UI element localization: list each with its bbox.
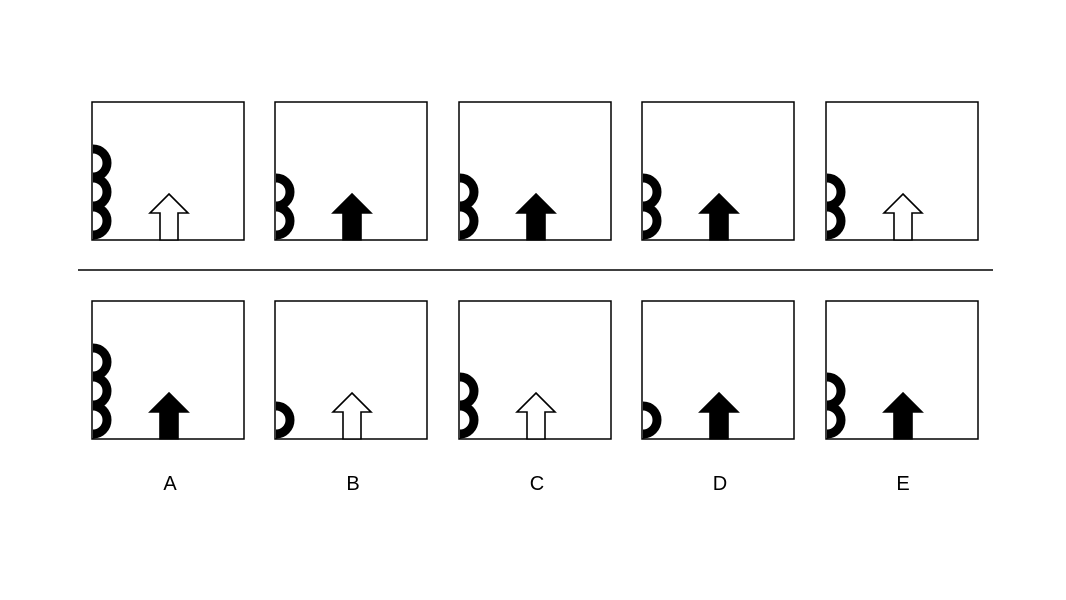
sequence-3-arrow-up-icon <box>515 192 557 241</box>
sequence-5-arrow-up-icon <box>882 192 924 241</box>
sequence-2-arrow-up-icon <box>331 192 373 241</box>
option-c-bump-icon <box>459 372 479 410</box>
option-a-arrow-up-icon <box>148 391 190 440</box>
option-b-panel <box>274 300 428 440</box>
sequence-2-panel <box>274 101 428 241</box>
options-row <box>91 300 979 440</box>
option-d-arrow-up-icon <box>698 391 740 440</box>
option-d-panel <box>641 300 795 440</box>
sequence-5-panel <box>825 101 979 241</box>
sequence-1-arrow-up-icon <box>148 192 190 241</box>
option-c-arrow-up-icon <box>515 391 557 440</box>
option-a-panel <box>91 300 245 440</box>
option-label-a: A <box>163 473 177 495</box>
option-e-bump-icon <box>826 372 846 410</box>
option-label-c: C <box>530 473 544 495</box>
sequence-4-panel <box>641 101 795 241</box>
sequence-3-bump-icon <box>459 173 479 211</box>
sequence-2-bump-icon <box>275 173 295 211</box>
sequence-4-arrow-up-icon <box>698 192 740 241</box>
option-a-bump-icon <box>92 343 112 381</box>
sequence-5-bump-icon <box>826 173 846 211</box>
sequence-1-bump-icon <box>92 144 112 182</box>
option-b-bump-icon <box>275 401 295 439</box>
option-label-e: E <box>896 473 909 495</box>
sequence-1-panel <box>91 101 245 241</box>
option-label-d: D <box>713 473 727 495</box>
sequence-3-panel <box>458 101 612 241</box>
option-e-panel <box>825 300 979 440</box>
option-d-bump-icon <box>642 401 662 439</box>
sequence-4-bump-icon <box>642 173 662 211</box>
sequence-row <box>91 101 979 241</box>
option-b-arrow-up-icon <box>331 391 373 440</box>
option-e-arrow-up-icon <box>882 391 924 440</box>
option-c-panel <box>458 300 612 440</box>
option-labels: A B C D E <box>163 473 909 495</box>
option-label-b: B <box>346 473 359 495</box>
